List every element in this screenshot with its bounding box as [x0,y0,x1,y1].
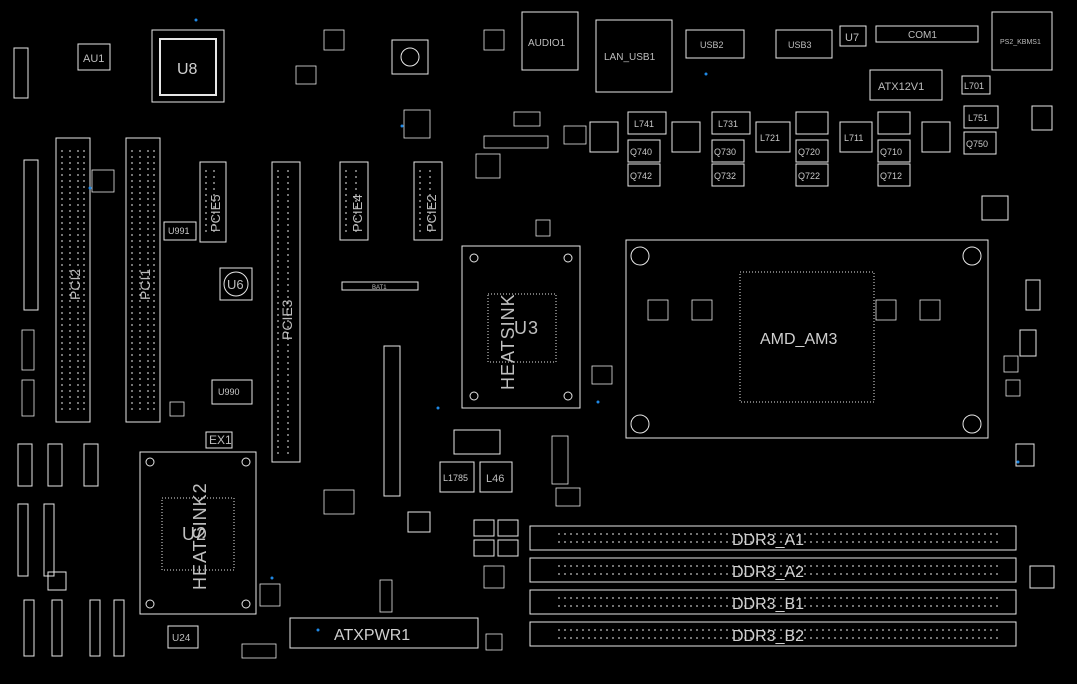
svg-text:Q750: Q750 [966,139,988,149]
svg-text:Q712: Q712 [880,171,902,181]
ddr3-slot-a2: DDR3_A2 [529,557,1017,583]
u8-chip: U8 [151,29,225,103]
svg-text:DDR3_B1: DDR3_B1 [732,596,804,613]
svg-text:U7: U7 [845,32,859,44]
svg-text:Q720: Q720 [798,147,820,157]
svg-text:ATX12V1: ATX12V1 [878,81,924,93]
svg-text:EX1: EX1 [209,433,232,447]
sata-headers [383,345,519,557]
u7-chip: U7 [839,25,867,47]
via-dots [88,18,1020,632]
ddr3-slot-b1: DDR3_B1 [529,589,1017,615]
svg-text:U2: U2 [182,524,207,544]
svg-text:AMD_AM3: AMD_AM3 [760,331,837,348]
small-chip-top [391,39,429,75]
svg-text:PCI1: PCI1 [137,269,153,300]
northbridge-heatsink: HEATSINK U3 [461,245,581,409]
right-edge-parts [981,105,1055,589]
u24-chip: U24 [167,625,199,649]
svg-text:HEATSINK: HEATSINK [498,293,518,390]
svg-text:PCIE2: PCIE2 [424,194,439,232]
vrm-phase-741: L741 Q740 Q742 [627,111,667,187]
svg-text:COM1: COM1 [908,30,937,41]
bat1-battery: BAT1 [341,281,419,291]
ddr3-slot-b2: DDR3_B2 [529,621,1017,647]
svg-text:DDR3_A1: DDR3_A1 [732,532,804,549]
svg-text:LAN_USB1: LAN_USB1 [604,52,656,63]
svg-text:USB2: USB2 [700,40,724,50]
left-edge-headers [13,47,125,657]
svg-text:DDR3_A2: DDR3_A2 [732,564,804,581]
svg-text:U991: U991 [168,226,190,236]
svg-text:PS2_KBMS1: PS2_KBMS1 [1000,39,1041,46]
vrm-phase-721: L721 Q720 Q722 [755,111,829,187]
ps2-kbms1-connector: PS2_KBMS1 [991,11,1053,71]
svg-text:U3: U3 [514,318,539,338]
svg-text:U6: U6 [227,277,244,292]
svg-text:USB3: USB3 [788,40,812,50]
svg-text:Q742: Q742 [630,171,652,181]
svg-text:AU1: AU1 [83,53,104,65]
svg-text:L741: L741 [634,119,654,129]
svg-text:PCIE3: PCIE3 [279,299,295,340]
cpu-socket-am3: AMD_AM3 [625,239,989,439]
pcie3-slot: PCIE3 [271,161,301,463]
pcie4-slot: PCIE4 [339,161,369,241]
vrm-phase-731: L731 Q730 Q732 [711,111,751,187]
vrm-phase-751: L751 Q750 [963,105,999,155]
pcie2-slot: PCIE2 [413,161,443,241]
svg-text:PCI2: PCI2 [67,269,83,300]
pcie5-slot: PCIE5 [199,161,227,243]
svg-text:DDR3_B2: DDR3_B2 [732,628,804,645]
svg-text:Q740: Q740 [630,147,652,157]
usb2-connector: USB2 [685,29,745,59]
pci1-slot: PCI1 [125,137,161,423]
u6-chip: U6 [219,267,253,301]
lan-usb1-connector: LAN_USB1 [595,19,673,93]
atxpwr1-connector: ATXPWR1 [289,617,479,649]
svg-text:L46: L46 [486,473,504,485]
svg-text:U8: U8 [177,61,198,78]
svg-text:PCIE4: PCIE4 [350,194,365,232]
vrm-small-inductors [589,121,951,153]
svg-text:L721: L721 [760,133,780,143]
svg-text:L751: L751 [968,113,988,123]
small-passives [21,29,1021,659]
vrm-phase-711: L711 Q710 Q712 [839,111,911,187]
svg-text:AUDIO1: AUDIO1 [528,38,566,49]
svg-text:L1785: L1785 [443,473,468,483]
svg-text:HEATSINK2: HEATSINK2 [190,482,210,590]
svg-text:U990: U990 [218,387,240,397]
svg-text:Q722: Q722 [798,171,820,181]
southbridge-heatsink: HEATSINK2 U2 [139,451,257,615]
svg-text:L711: L711 [844,133,863,143]
usb3-connector: USB3 [775,29,833,59]
svg-text:L701: L701 [964,81,984,91]
svg-text:L731: L731 [718,119,738,129]
svg-text:ATXPWR1: ATXPWR1 [334,627,410,644]
l1785-inductor: L1785 [439,461,475,493]
l701-inductor: L701 [961,75,991,95]
svg-text:Q732: Q732 [714,171,736,181]
u991-chip: U991 [163,221,197,241]
l46-inductor: L46 [479,461,513,493]
ex1-label: EX1 [205,431,233,449]
svg-text:PCIE5: PCIE5 [208,194,223,232]
u990-chip: U990 [211,379,253,405]
au1-chip: AU1 [77,43,111,71]
pci2-slot: PCI2 [55,137,91,423]
svg-text:U24: U24 [172,633,191,644]
svg-text:Q710: Q710 [880,147,902,157]
svg-text:Q730: Q730 [714,147,736,157]
atx12v1-connector: ATX12V1 [869,69,943,101]
com1-connector: COM1 [875,25,979,43]
ddr3-slot-a1: DDR3_A1 [529,525,1017,551]
svg-text:BAT1: BAT1 [372,285,387,291]
audio1-connector: AUDIO1 [521,11,579,71]
